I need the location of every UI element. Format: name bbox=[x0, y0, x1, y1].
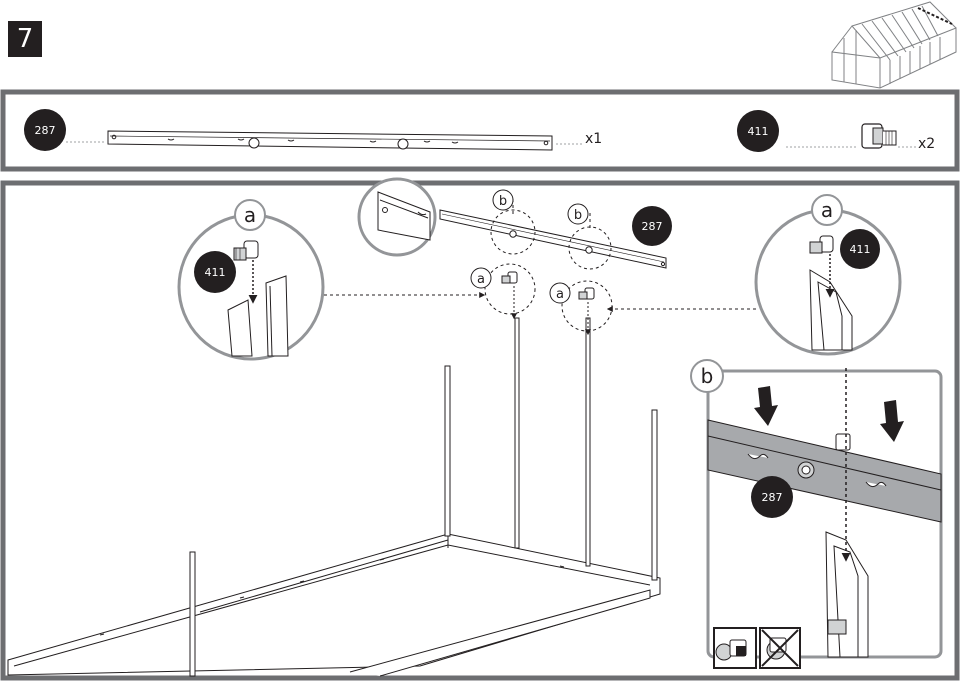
inset-b-letter-circle bbox=[690, 359, 724, 393]
left-detail-letter-circle bbox=[234, 199, 266, 231]
center-287-badge bbox=[632, 206, 672, 246]
part-287-badge-label: 287 bbox=[35, 124, 56, 137]
right-detail-411-label: 411 bbox=[850, 243, 871, 256]
part-287-quantity: x1 bbox=[585, 131, 602, 147]
inset-b-287-badge bbox=[751, 476, 793, 518]
inset-b-panel bbox=[706, 368, 943, 659]
center-bolts-icon bbox=[501, 271, 595, 336]
inset-b-letter: b bbox=[701, 364, 714, 388]
rail-287-assembly bbox=[439, 209, 667, 269]
callout-a2-label: a bbox=[556, 287, 564, 302]
part-411-badge-label: 411 bbox=[748, 125, 769, 138]
part-287-badge bbox=[24, 109, 66, 151]
callout-b2-label: b bbox=[574, 208, 582, 223]
step-number: 7 bbox=[8, 21, 42, 57]
right-detail-letter: a bbox=[821, 198, 833, 222]
bolt-411-part-icon bbox=[861, 123, 897, 149]
wall-posts bbox=[189, 317, 658, 677]
center-labels: b b a a 287 bbox=[470, 189, 672, 304]
inset-b-287-label: 287 bbox=[762, 491, 783, 504]
rail-287-part bbox=[107, 130, 553, 151]
greenhouse-thumbnail-icon bbox=[831, 1, 957, 89]
left-detail-411-label: 411 bbox=[205, 266, 226, 279]
correct-orientation-icon bbox=[713, 627, 757, 669]
right-detail-circle bbox=[754, 208, 902, 356]
left-detail-411-badge bbox=[194, 251, 236, 293]
part-411-badge bbox=[737, 110, 779, 152]
left-detail-letter: a bbox=[244, 203, 256, 227]
right-detail-letter-circle bbox=[811, 194, 843, 226]
callout-a1-label: a bbox=[477, 272, 485, 287]
rail-end-detail bbox=[357, 177, 437, 257]
press-down-arrow-icon bbox=[754, 386, 904, 442]
callout-b1-label: b bbox=[499, 194, 507, 209]
incorrect-orientation-icon bbox=[759, 627, 801, 669]
part-411-quantity: x2 bbox=[918, 136, 935, 152]
right-detail-411-badge bbox=[840, 229, 880, 269]
center-287-badge-label: 287 bbox=[642, 220, 663, 233]
parts-box bbox=[0, 89, 960, 172]
base-frame bbox=[7, 533, 661, 677]
